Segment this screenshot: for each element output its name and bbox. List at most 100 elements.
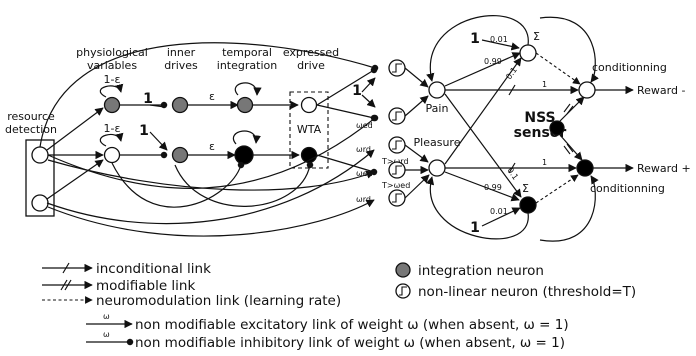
header-expressed-line2: drive [297,59,325,72]
edge-bias-sigma-top [481,39,520,51]
edge-sensor2-nonlin3 [46,149,375,225]
label-wta: WTA [297,123,322,136]
temporal-neuron-1 [236,96,254,114]
edge-expressed1-nonlin1 [316,66,378,106]
pain-neuron [428,81,446,99]
label-one-top: 1 [542,80,547,89]
nonlinear-neuron-4 [388,161,406,179]
loop-right-bottom [539,175,599,242]
edge-nonlin5-pleasure [404,174,430,199]
loop-sigma-top-pain [426,15,529,82]
label-w001-bottom: 0.01 [490,207,508,216]
label-wrd-2: ωrd [356,195,371,204]
legend-integration: integration neuron [418,263,544,279]
label-ted: T>ωed [381,181,410,190]
label-bias-sigma-top: 1 [470,31,480,47]
label-wrd-1: ωrd [356,145,371,154]
label-conditioning-top: conditionning [592,61,667,74]
label-eps-2: ε [209,140,215,153]
edge-sensor2-nonlin5 [47,199,375,237]
edge-nss-reward-plus [559,134,583,161]
legend-excitatory: non modifiable excitatory link of weight… [135,317,569,333]
label-w099-top: 0.99 [484,57,502,66]
label-one-bottom: 1 [542,158,547,167]
pleasure-neuron [428,159,446,177]
label-pain: Pain [426,102,449,115]
header-temporal-line2: integration [217,59,277,72]
edge-inner2-expressed2-inhib [174,161,314,207]
header-physiological-line2: variables [87,59,137,72]
edge-sensor1-nonlin4 [47,159,375,191]
mod-tick-bottom-b [566,143,574,153]
edge-expressed1-nonlin2 [316,104,378,122]
header-temporal-line1: temporal [222,46,272,59]
legend-integration-icon [395,262,411,278]
label-nss-line1: NSS [524,110,555,126]
edge-bias3b [361,94,376,108]
edge-pain-sigma-top [444,52,521,87]
edge-pleasure-sigma-top [444,57,522,165]
sigma-neuron-top [519,44,537,62]
label-wed-2: ωed [356,169,373,178]
label-sigma-top: Σ [533,30,540,43]
edge-bias-sigma-bottom [481,207,521,227]
nonlinear-neuron-2 [388,107,406,125]
edge-bias3a [361,77,376,93]
mod-tick-bottom-a [563,145,571,155]
neuromod-top [535,52,581,85]
loop-sigma-bottom-pleasure [425,176,529,240]
label-reward-plus: Reward + [637,162,691,175]
edge-sensor1-nonlin1 [39,42,379,148]
edge-sensor2-phys2 [46,159,104,200]
label-bias-sigma-bottom: 1 [470,220,480,236]
legend-omega-1: ω [103,312,110,321]
label-bias-3: 1 [352,83,362,99]
label-bias-1: 1 [143,91,153,107]
loop-phys1 [99,83,124,98]
label-w099-bottom: 0.99 [484,183,502,192]
nonlinear-neuron-5 [388,189,406,207]
label-conditioning-bottom: conditionning [590,182,665,195]
edge-bias1 [149,104,166,108]
nss-neuron [549,120,565,136]
legend-modifiable: modifiable link [96,278,195,294]
legend-nonlinear-icon [395,283,411,299]
edge-sensor1-nonlin2 [47,114,379,189]
edge-pain-sigma-bottom [444,93,522,198]
tick-inconditional-bottom [508,162,516,174]
legend-nonlinear: non-linear neuron (threshold=T) [418,284,636,300]
label-eps-1: ε [209,90,215,103]
header-physiological-line1: physiological [76,46,148,59]
header-inner-line2: drives [164,59,198,72]
nonlinear-neuron-1 [388,59,406,77]
loop-phys2 [99,132,124,147]
edge-expressed2-nonlin4 [316,154,378,176]
neuromod-bottom [535,174,579,204]
resource-detection-line1: resource [7,110,55,123]
mod-tick-top-a [563,103,571,113]
edge-pleasure-sigma-bottom [444,171,520,202]
label-phys2-decay: 1-ε [104,122,121,135]
reward-minus-neuron [578,81,596,99]
resource-detection-box [25,139,55,217]
loop-temporal1 [234,82,262,96]
sigma-neuron-bottom [519,196,537,214]
label-sigma-bottom: Σ [522,182,529,195]
edge-nonlin3-pleasure [404,144,429,163]
edge-phys2-temporal2-inhib [111,161,245,208]
inner-drive-1 [171,96,189,114]
edge-nss-reward-minus [559,96,585,122]
legend-omega-2: ω [103,330,110,339]
tick-inconditional-top [508,84,516,96]
label-wed-1: ωed [356,121,373,130]
edge-bias2 [149,131,168,151]
temporal-neuron-2 [234,145,254,165]
legend-inhibitory: non modifiable inhibitory link of weight… [135,335,565,351]
expressed-neuron-1 [300,96,318,114]
reward-plus-neuron [576,159,594,177]
sensor-neuron-top [31,146,49,164]
loop-right-top [539,16,599,83]
edge-nonlin1-pain [404,67,429,88]
resource-detection-line2: detection [5,123,57,136]
label-phys1-decay: 1-ε [104,73,121,86]
